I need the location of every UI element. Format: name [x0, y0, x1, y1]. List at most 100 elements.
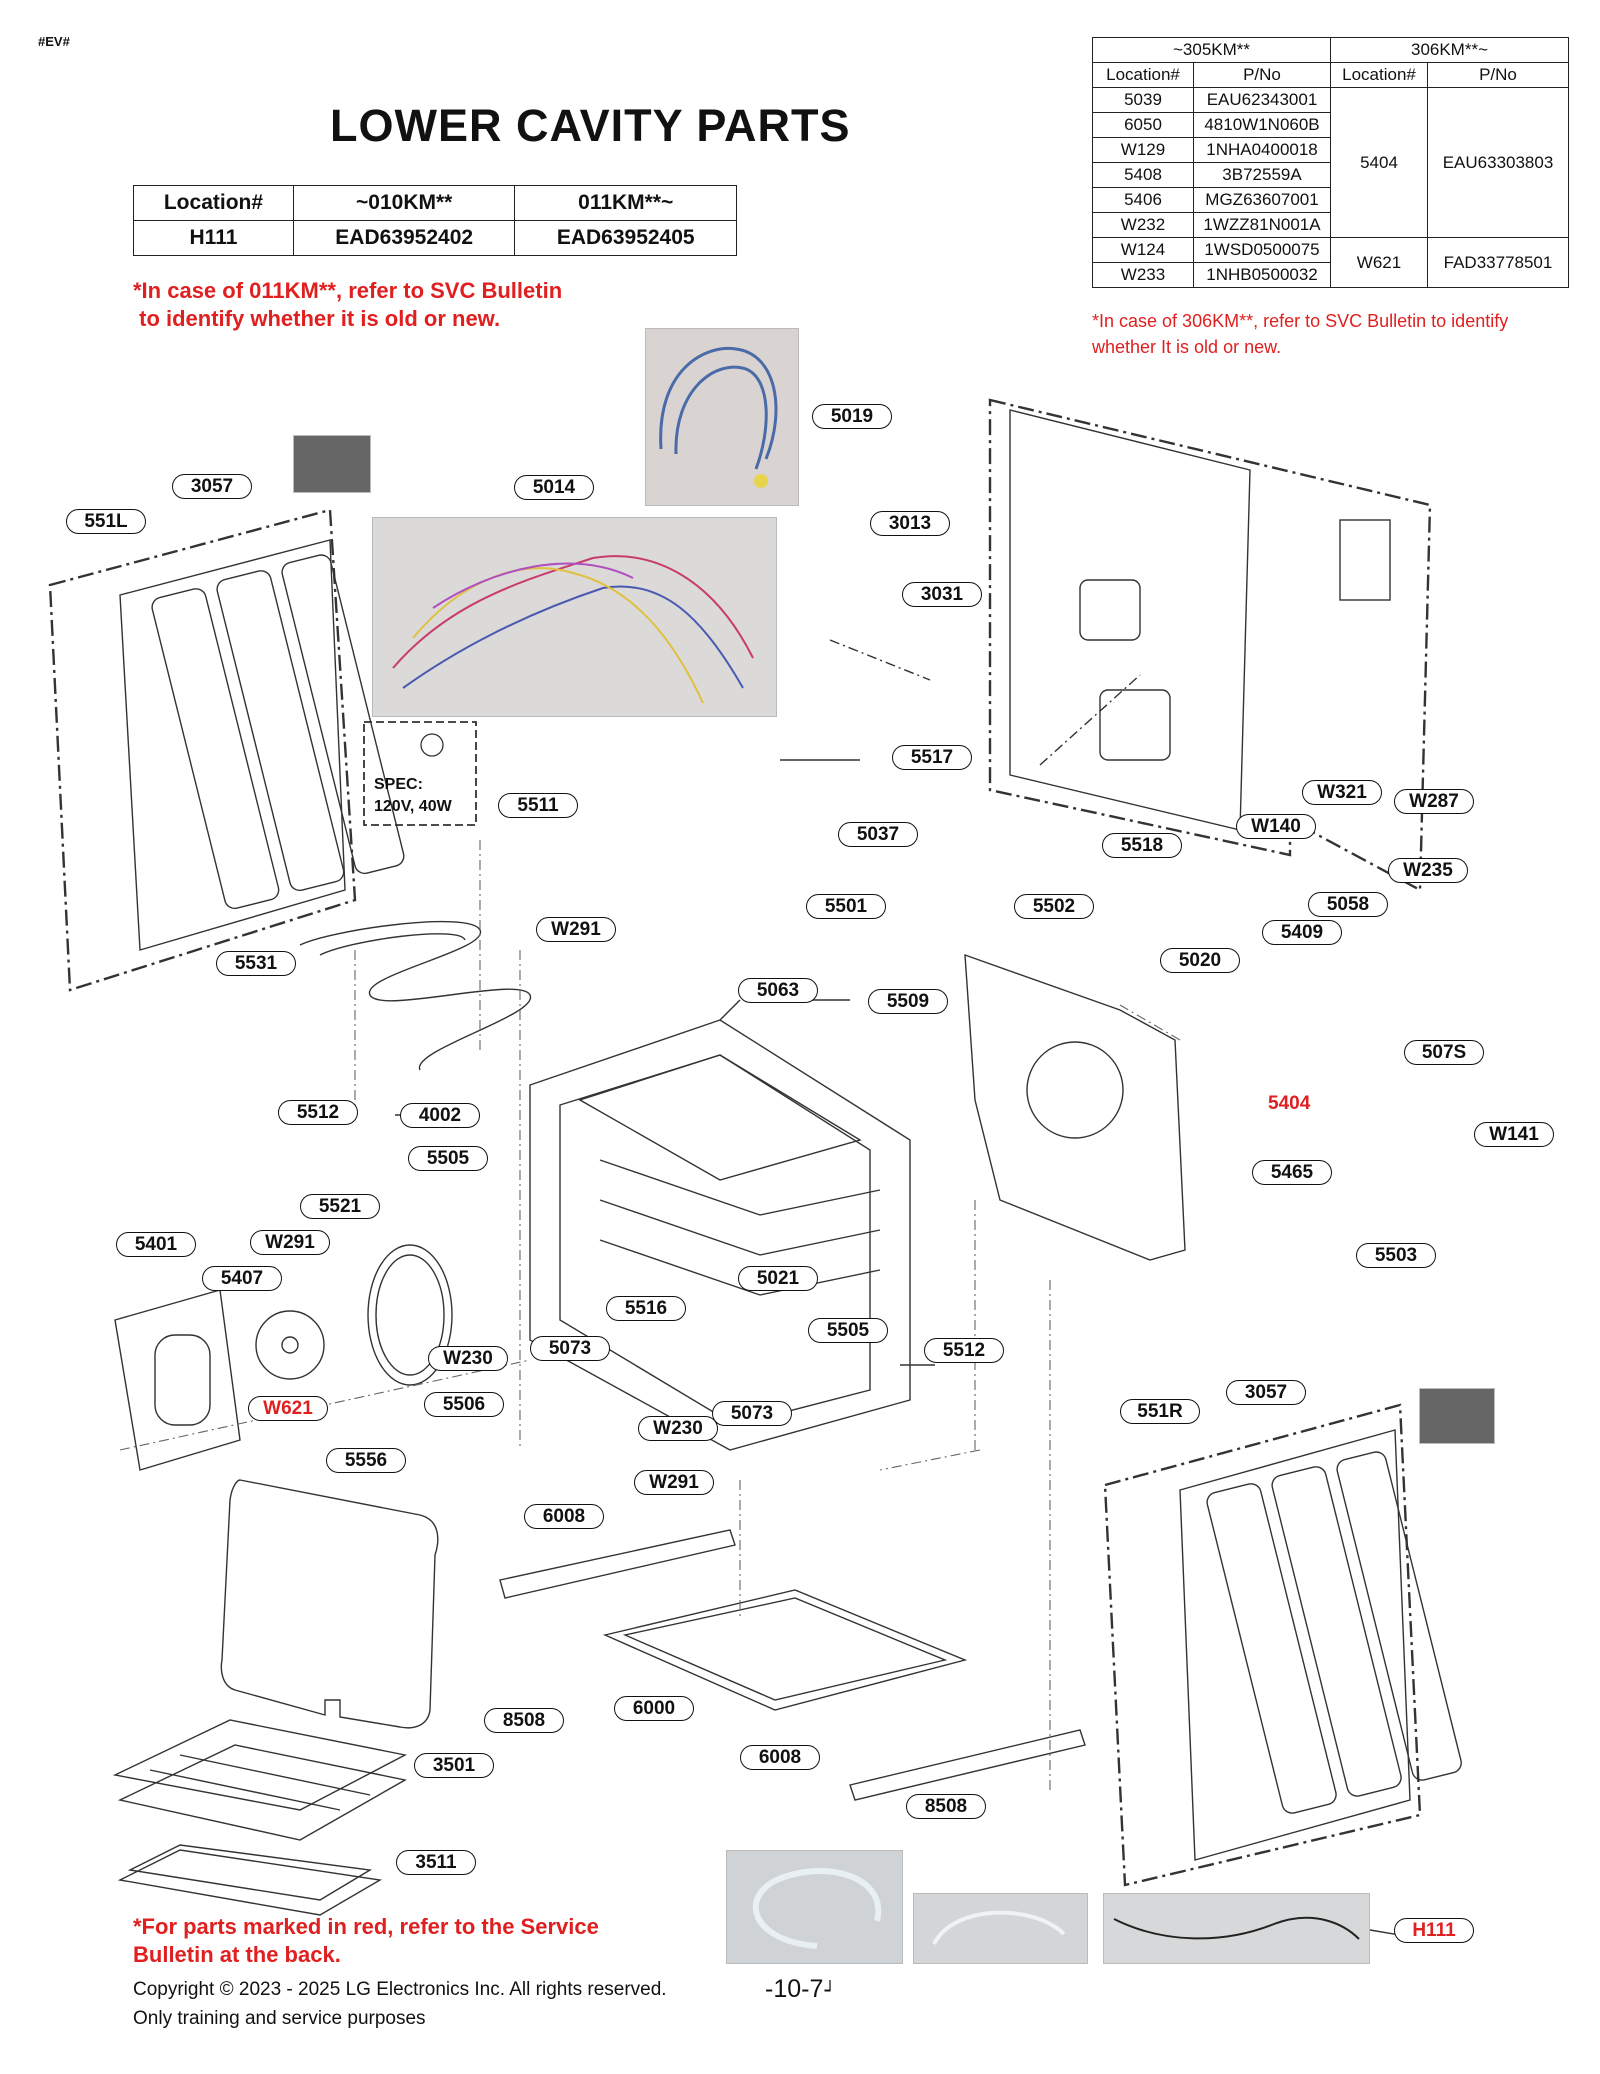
- callout-3031: 3031: [902, 582, 982, 607]
- callout-w321: W321: [1302, 780, 1382, 805]
- table-row-location: W124: [1092, 237, 1194, 263]
- callout-5063: 5063: [738, 978, 818, 1003]
- callout-5409: 5409: [1262, 920, 1342, 945]
- callout-5516: 5516: [606, 1296, 686, 1321]
- callout-w140: W140: [1236, 814, 1316, 839]
- callout-w291-top: W291: [536, 917, 616, 942]
- callout-5014: 5014: [514, 475, 594, 500]
- detail-photo-3057-left: [293, 435, 371, 493]
- table-row-location: W233: [1092, 262, 1194, 288]
- callout-6000: 6000: [614, 1696, 694, 1721]
- callout-5509: 5509: [868, 989, 948, 1014]
- wire-h111-a-icon: [752, 1868, 882, 1949]
- red-label-5404: 5404: [1268, 1093, 1311, 1114]
- header-code: #EV#: [38, 34, 70, 49]
- callout-w141: W141: [1474, 1122, 1554, 1147]
- h111-photo-1: [726, 1850, 903, 1964]
- callout-6008-left: 6008: [524, 1504, 604, 1529]
- part-table-h111: Location# ~010KM** 011KM**~ H111 EAD6395…: [133, 185, 737, 256]
- table-row-pno: 1NHB0500032: [1193, 262, 1331, 288]
- callout-5556: 5556: [326, 1448, 406, 1473]
- callout-5506: 5506: [424, 1392, 504, 1417]
- callout-5531: 5531: [216, 951, 296, 976]
- page-number: -10-7-: [765, 1975, 832, 2003]
- callout-4002: 4002: [400, 1103, 480, 1128]
- callout-5521: 5521: [300, 1194, 380, 1219]
- callout-w291-bottom: W291: [634, 1470, 714, 1495]
- table2-group-305km: ~305KM**: [1092, 37, 1331, 63]
- callout-551l: 551L: [66, 509, 146, 534]
- wire-h111-b-icon: [932, 1910, 1066, 1945]
- detail-photo-3057-right: [1419, 1388, 1495, 1444]
- callout-3057-left: 3057: [172, 474, 252, 499]
- callout-w230-bottom: W230: [638, 1416, 718, 1441]
- bulb-spec: SPEC: 120V, 40W: [374, 776, 452, 815]
- callout-551r: 551R: [1120, 1399, 1200, 1424]
- callout-w235: W235: [1388, 858, 1468, 883]
- h111-photo-2: [913, 1893, 1088, 1964]
- wire-h111-c-icon: [1113, 1916, 1360, 1940]
- callout-5037: 5037: [838, 822, 918, 847]
- part-table-305km: ~305KM** 306KM**~ Location# P/No Locatio…: [1092, 37, 1569, 288]
- callout-5518: 5518: [1102, 833, 1182, 858]
- callout-w621-red: W621: [248, 1396, 328, 1421]
- wire-harness-photo-5014: [372, 517, 777, 717]
- callout-5502: 5502: [1014, 894, 1094, 919]
- callout-3501: 3501: [414, 1753, 494, 1778]
- callout-w287: W287: [1394, 789, 1474, 814]
- callout-5407: 5407: [202, 1266, 282, 1291]
- page-title: LOWER CAVITY PARTS: [330, 100, 851, 151]
- callout-8508-right: 8508: [906, 1794, 986, 1819]
- table-row-location: W129: [1092, 137, 1194, 163]
- callout-w230-top: W230: [428, 1346, 508, 1371]
- note-011km: *In case of 011KM**, refer to SVC Bullet…: [133, 278, 563, 331]
- callout-w291-mid: W291: [250, 1230, 330, 1255]
- callout-5020: 5020: [1160, 948, 1240, 973]
- table2-header-pno-b: P/No: [1427, 62, 1569, 88]
- table-row-pno: 1WSD0500075: [1193, 237, 1331, 263]
- table2-cell-w621-pno: FAD33778501: [1427, 237, 1569, 288]
- note-306km: *In case of 306KM**, refer to SVC Bullet…: [1092, 311, 1509, 357]
- callout-5021: 5021: [738, 1266, 818, 1291]
- callout-5512-right: 5512: [924, 1338, 1004, 1363]
- callout-5058: 5058: [1308, 892, 1388, 917]
- callout-6008-right: 6008: [740, 1745, 820, 1770]
- callout-3057-right: 3057: [1226, 1380, 1306, 1405]
- table-row-pno: 4810W1N060B: [1193, 112, 1331, 138]
- callout-5512-left: 5512: [278, 1100, 358, 1125]
- table-row-location: 5039: [1092, 87, 1194, 113]
- callout-5465: 5465: [1252, 1160, 1332, 1185]
- table1-cell-old-pno: EAD63952402: [292, 220, 516, 256]
- callout-5073-top: 5073: [530, 1336, 610, 1361]
- callout-3013: 3013: [870, 511, 950, 536]
- wire-harness-photo-5019: [645, 328, 799, 506]
- table-row-location: 6050: [1092, 112, 1194, 138]
- callout-507s: 507S: [1404, 1040, 1484, 1065]
- callout-5073-bottom: 5073: [712, 1401, 792, 1426]
- callout-5501: 5501: [806, 894, 886, 919]
- note-red-parts: *For parts marked in red, refer to the S…: [133, 1914, 599, 1967]
- callout-5019: 5019: [812, 404, 892, 429]
- h111-photo-3: [1103, 1893, 1370, 1964]
- wire-5019-icon: [659, 346, 778, 488]
- table2-header-pno: P/No: [1193, 62, 1331, 88]
- copyright-text: Copyright © 2023 - 2025 LG Electronics I…: [133, 1979, 667, 2029]
- wire-5014-icon: [392, 555, 754, 704]
- callout-5505-bottom: 5505: [808, 1318, 888, 1343]
- table-row-pno: 1NHA0400018: [1193, 137, 1331, 163]
- callout-5401: 5401: [116, 1232, 196, 1257]
- callout-8508-left: 8508: [484, 1708, 564, 1733]
- callout-h111: H111: [1394, 1918, 1474, 1943]
- table1-cell-location: H111: [133, 220, 294, 256]
- table2-cell-5404-pno: EAU63303803: [1427, 87, 1569, 238]
- callout-5511: 5511: [498, 793, 578, 818]
- table1-cell-new-pno: EAD63952405: [514, 220, 737, 256]
- callout-5505-top: 5505: [408, 1146, 488, 1171]
- table2-header-location-b: Location#: [1330, 62, 1428, 88]
- callout-3511: 3511: [396, 1850, 476, 1875]
- table-row-pno: MGZ63607001: [1193, 187, 1331, 213]
- table-row-pno: 3B72559A: [1193, 162, 1331, 188]
- callout-5503: 5503: [1356, 1243, 1436, 1268]
- callout-5517: 5517: [892, 745, 972, 770]
